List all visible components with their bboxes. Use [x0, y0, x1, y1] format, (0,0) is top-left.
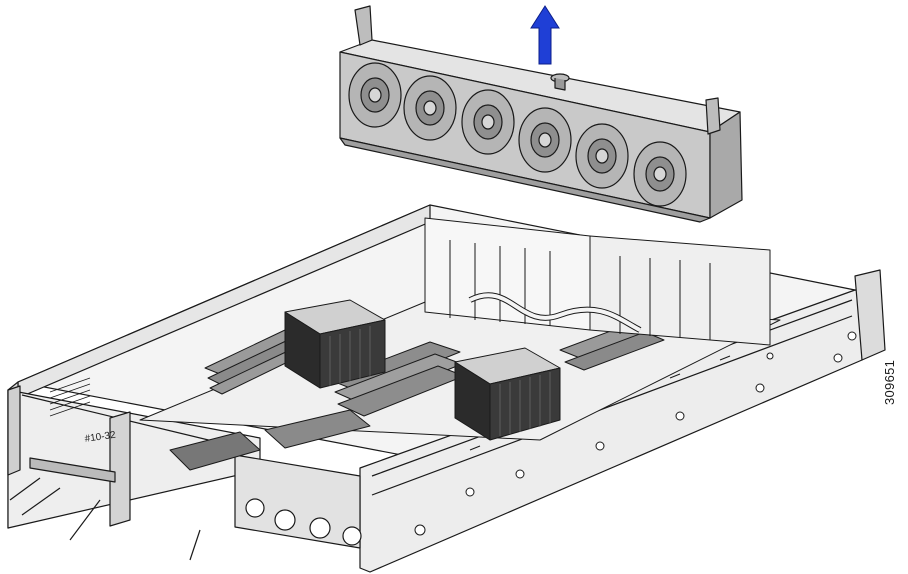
fan-icon	[348, 62, 402, 128]
heatsink-cpu2	[454, 347, 561, 441]
fan-icon	[403, 75, 457, 141]
fan-icon	[575, 123, 629, 189]
motherboard	[139, 217, 781, 471]
dimm-bank-left	[204, 329, 301, 395]
fan-icon	[633, 141, 687, 207]
riser-cage	[424, 217, 771, 346]
arrow-up-icon	[530, 5, 560, 65]
heatsink-cpu1	[284, 299, 386, 389]
fan-icon	[518, 107, 572, 173]
fan-tray	[339, 5, 743, 223]
fan-icon	[461, 89, 515, 155]
figure-number: 309651	[882, 359, 897, 405]
